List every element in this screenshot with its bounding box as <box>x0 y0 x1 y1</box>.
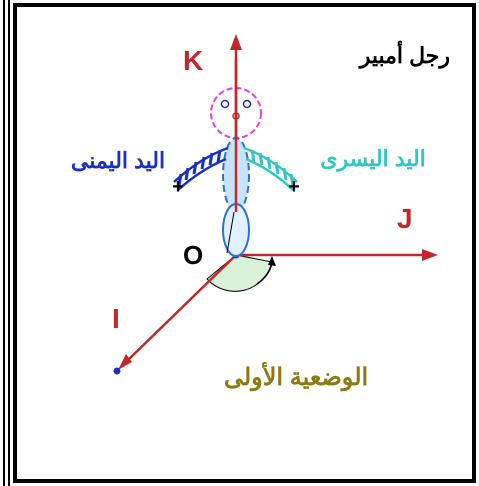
j-axis-arrowhead <box>422 249 438 261</box>
left-hand-sign: + <box>288 176 300 198</box>
body-line <box>226 211 235 254</box>
left-hand-arm <box>243 146 298 191</box>
right-hand-arm <box>173 146 229 191</box>
i-axis-label: I <box>112 303 120 334</box>
i-axis-endpoint <box>113 367 121 375</box>
left-eye-icon <box>220 99 230 109</box>
left-hand-label: اليد اليسرى <box>320 146 426 172</box>
right-hand-label: اليد اليمنى <box>71 148 165 173</box>
k-axis-label: K <box>183 45 203 76</box>
right-hand-sign: + <box>172 176 184 198</box>
right-eye-icon <box>242 99 252 109</box>
diagram-title: رجل أمبير <box>358 40 450 69</box>
origin-label: O <box>183 240 203 270</box>
j-axis-label: J <box>397 203 413 234</box>
k-axis-arrowhead <box>230 34 242 50</box>
position-caption: الوضعية الأولى <box>224 360 368 392</box>
angle-arrowhead <box>268 256 276 266</box>
diagram-border <box>13 3 476 483</box>
i-axis-arrowhead <box>118 354 132 370</box>
i-axis <box>125 254 237 363</box>
